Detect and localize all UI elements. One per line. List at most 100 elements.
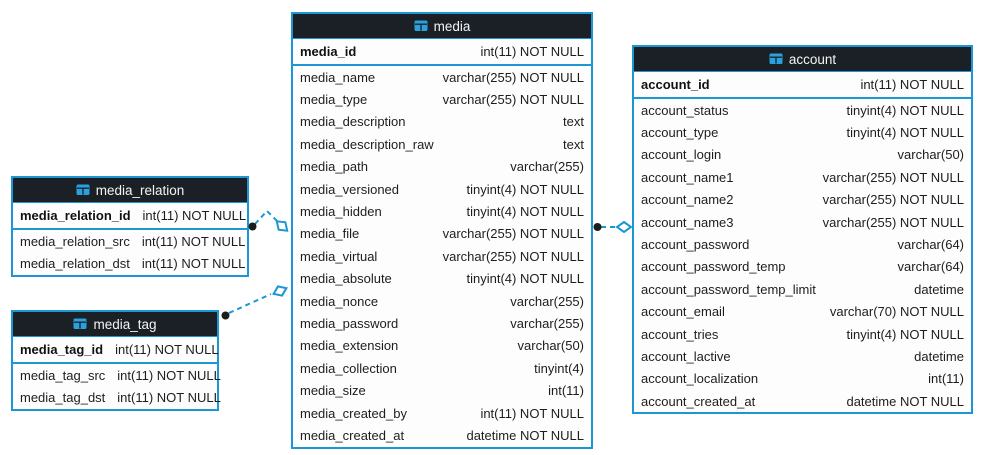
- field-name: account_name2: [641, 192, 734, 208]
- table-icon: [769, 53, 783, 65]
- field-type: datetime NOT NULL: [846, 393, 964, 409]
- field-name: media_extension: [300, 338, 399, 354]
- field-name: media_tag_dst: [20, 390, 106, 406]
- table-row: account_name1 varchar(255) NOT NULL: [634, 166, 971, 189]
- table-row: media_relation_src int(11) NOT NULL: [13, 230, 247, 253]
- table-row: account_id int(11) NOT NULL: [634, 72, 971, 99]
- field-name: media_absolute: [300, 271, 392, 287]
- field-type: tinyint(4) NOT NULL: [846, 326, 964, 342]
- table-row: media_relation_dst int(11) NOT NULL: [13, 252, 247, 275]
- field-type: tinyint(4) NOT NULL: [466, 204, 584, 220]
- relationship-open-diamond: [275, 220, 289, 232]
- field-type: datetime NOT NULL: [466, 427, 584, 443]
- field-type: int(11) NOT NULL: [115, 342, 219, 357]
- table-row: media_hidden tinyint(4) NOT NULL: [293, 200, 591, 223]
- table-header-media_tag[interactable]: media_tag: [13, 312, 217, 337]
- field-name: media_relation_id: [20, 208, 131, 223]
- table-media_tag[interactable]: media_tag media_tag_id int(11) NOT NULL …: [11, 310, 221, 411]
- table-row: media_virtual varchar(255) NOT NULL: [293, 245, 591, 268]
- field-type: int(11): [548, 383, 584, 399]
- field-type: varchar(255): [510, 159, 584, 175]
- table-row: media_created_at datetime NOT NULL: [293, 424, 591, 447]
- table-row: media_extension varchar(50): [293, 334, 591, 358]
- relationship-media_relation-media: [248, 209, 289, 232]
- field-type: int(11) NOT NULL: [860, 77, 964, 92]
- field-name: media_virtual: [300, 248, 378, 264]
- field-name: account_lactive: [641, 348, 731, 364]
- field-name: media_created_by: [300, 405, 407, 421]
- field-name: account_password_temp_limit: [641, 281, 816, 297]
- field-type: int(11): [928, 371, 964, 387]
- relationship-media_tag-media: [221, 285, 288, 320]
- table-media[interactable]: media media_id int(11) NOT NULL media_na…: [291, 12, 593, 449]
- field-name: media_description_raw: [300, 136, 434, 152]
- field-type: varchar(255) NOT NULL: [442, 92, 584, 108]
- field-type: varchar(255): [510, 293, 584, 309]
- table-row: media_description_raw text: [293, 133, 591, 156]
- table-row: account_login varchar(50): [634, 143, 971, 167]
- field-type: tinyint(4): [534, 360, 584, 376]
- table-row: account_password varchar(64): [634, 233, 971, 256]
- field-name: media_name: [300, 69, 376, 85]
- field-type: text: [563, 136, 584, 152]
- field-name: account_password: [641, 237, 750, 253]
- table-row: media_file varchar(255) NOT NULL: [293, 222, 591, 246]
- relationship-open-diamond: [615, 220, 633, 234]
- field-type: int(11) NOT NULL: [480, 44, 584, 59]
- field-name: media_file: [300, 226, 360, 242]
- field-type: varchar(255) NOT NULL: [822, 169, 964, 185]
- table-row: media_tag_src int(11) NOT NULL: [13, 364, 221, 387]
- field-name: media_description: [300, 114, 406, 130]
- field-name: media_password: [300, 315, 399, 331]
- field-name: media_created_at: [300, 427, 405, 443]
- field-type: varchar(255) NOT NULL: [822, 214, 964, 230]
- field-name: account_name3: [641, 214, 734, 230]
- field-type: varchar(255) NOT NULL: [822, 192, 964, 208]
- field-name: account_type: [641, 125, 719, 141]
- table-media_relation[interactable]: media_relation media_relation_id int(11)…: [11, 176, 249, 277]
- table-row: account_password_temp varchar(64): [634, 255, 971, 279]
- field-type: int(11) NOT NULL: [141, 256, 246, 272]
- field-name: account_login: [641, 147, 722, 163]
- table-account[interactable]: account account_id int(11) NOT NULL acco…: [632, 45, 973, 415]
- table-row: media_password varchar(255): [293, 312, 591, 335]
- relationship-dot: [248, 222, 257, 231]
- field-type: datetime: [914, 281, 964, 297]
- table-row: media_path varchar(255): [293, 155, 591, 178]
- field-name: media_collection: [300, 360, 397, 376]
- field-name: media_relation_src: [20, 233, 130, 249]
- field-type: varchar(50): [897, 147, 964, 163]
- field-name: account_id: [641, 77, 710, 92]
- field-name: account_localization: [641, 371, 759, 387]
- field-name: account_status: [641, 102, 729, 118]
- table-title: media_tag: [93, 316, 157, 332]
- table-title: media_relation: [95, 182, 185, 198]
- table-header-media_relation[interactable]: media_relation: [13, 178, 247, 203]
- table-row: media_absolute tinyint(4) NOT NULL: [293, 267, 591, 290]
- table-row: media_relation_id int(11) NOT NULL: [13, 203, 247, 230]
- field-name: media_id: [300, 44, 357, 59]
- table-row: account_localization int(11): [634, 367, 971, 391]
- field-name: media_hidden: [300, 204, 382, 220]
- table-row: account_name3 varchar(255) NOT NULL: [634, 210, 971, 234]
- field-name: media_tag_src: [20, 367, 106, 383]
- table-row: account_tries tinyint(4) NOT NULL: [634, 322, 971, 346]
- table-header-media[interactable]: media: [293, 14, 591, 39]
- table-icon: [73, 318, 87, 330]
- field-type: int(11) NOT NULL: [117, 367, 221, 383]
- field-name: account_email: [641, 304, 725, 320]
- field-type: tinyint(4) NOT NULL: [466, 271, 584, 287]
- field-name: media_path: [300, 159, 368, 175]
- table-header-account[interactable]: account: [634, 47, 971, 72]
- table-icon: [414, 20, 428, 32]
- field-name: media_versioned: [300, 181, 400, 197]
- table-row: media_created_by int(11) NOT NULL: [293, 401, 591, 425]
- table-rows: media_tag_id int(11) NOT NULL media_tag_…: [13, 337, 221, 409]
- field-type: tinyint(4) NOT NULL: [466, 181, 584, 197]
- field-type: varchar(50): [517, 338, 584, 354]
- table-row: media_versioned tinyint(4) NOT NULL: [293, 177, 591, 201]
- table-row: account_password_temp_limit datetime: [634, 278, 971, 301]
- relationship-dot: [593, 223, 602, 231]
- field-type: varchar(70) NOT NULL: [829, 304, 964, 320]
